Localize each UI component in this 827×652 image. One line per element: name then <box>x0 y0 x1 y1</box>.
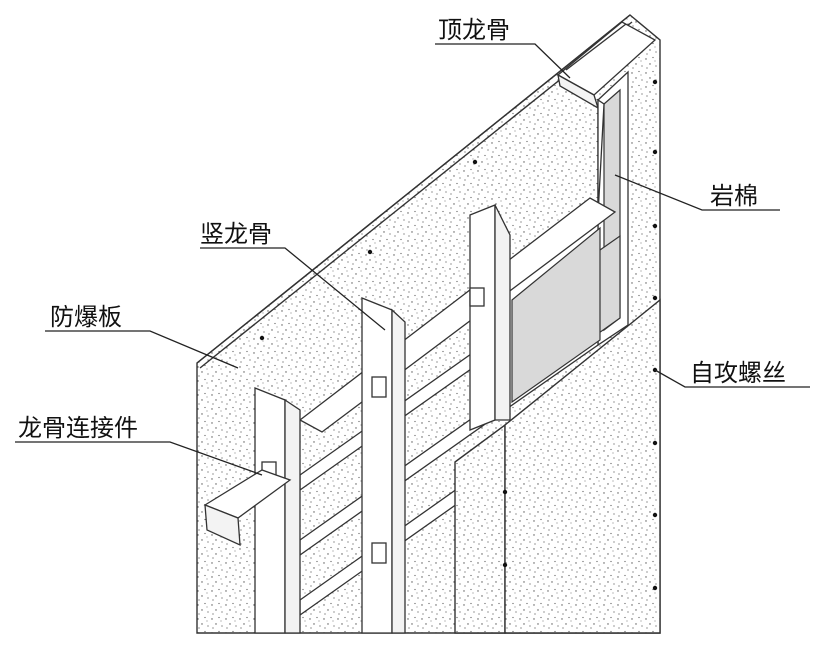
top-track <box>556 21 657 110</box>
label-keel-connector: 龙骨连接件 <box>18 414 138 442</box>
front-board <box>454 298 661 634</box>
label-top-track: 顶龙骨 <box>438 16 510 44</box>
leader-lines <box>15 43 810 476</box>
lower-channel <box>203 469 292 547</box>
screws <box>259 79 658 591</box>
label-rock-wool: 岩棉 <box>710 182 758 210</box>
label-vertical-stud: 竖龙骨 <box>200 220 272 248</box>
label-fireproof-board: 防爆板 <box>50 303 122 331</box>
label-self-tapping-screw: 自攻螺丝 <box>690 359 786 387</box>
